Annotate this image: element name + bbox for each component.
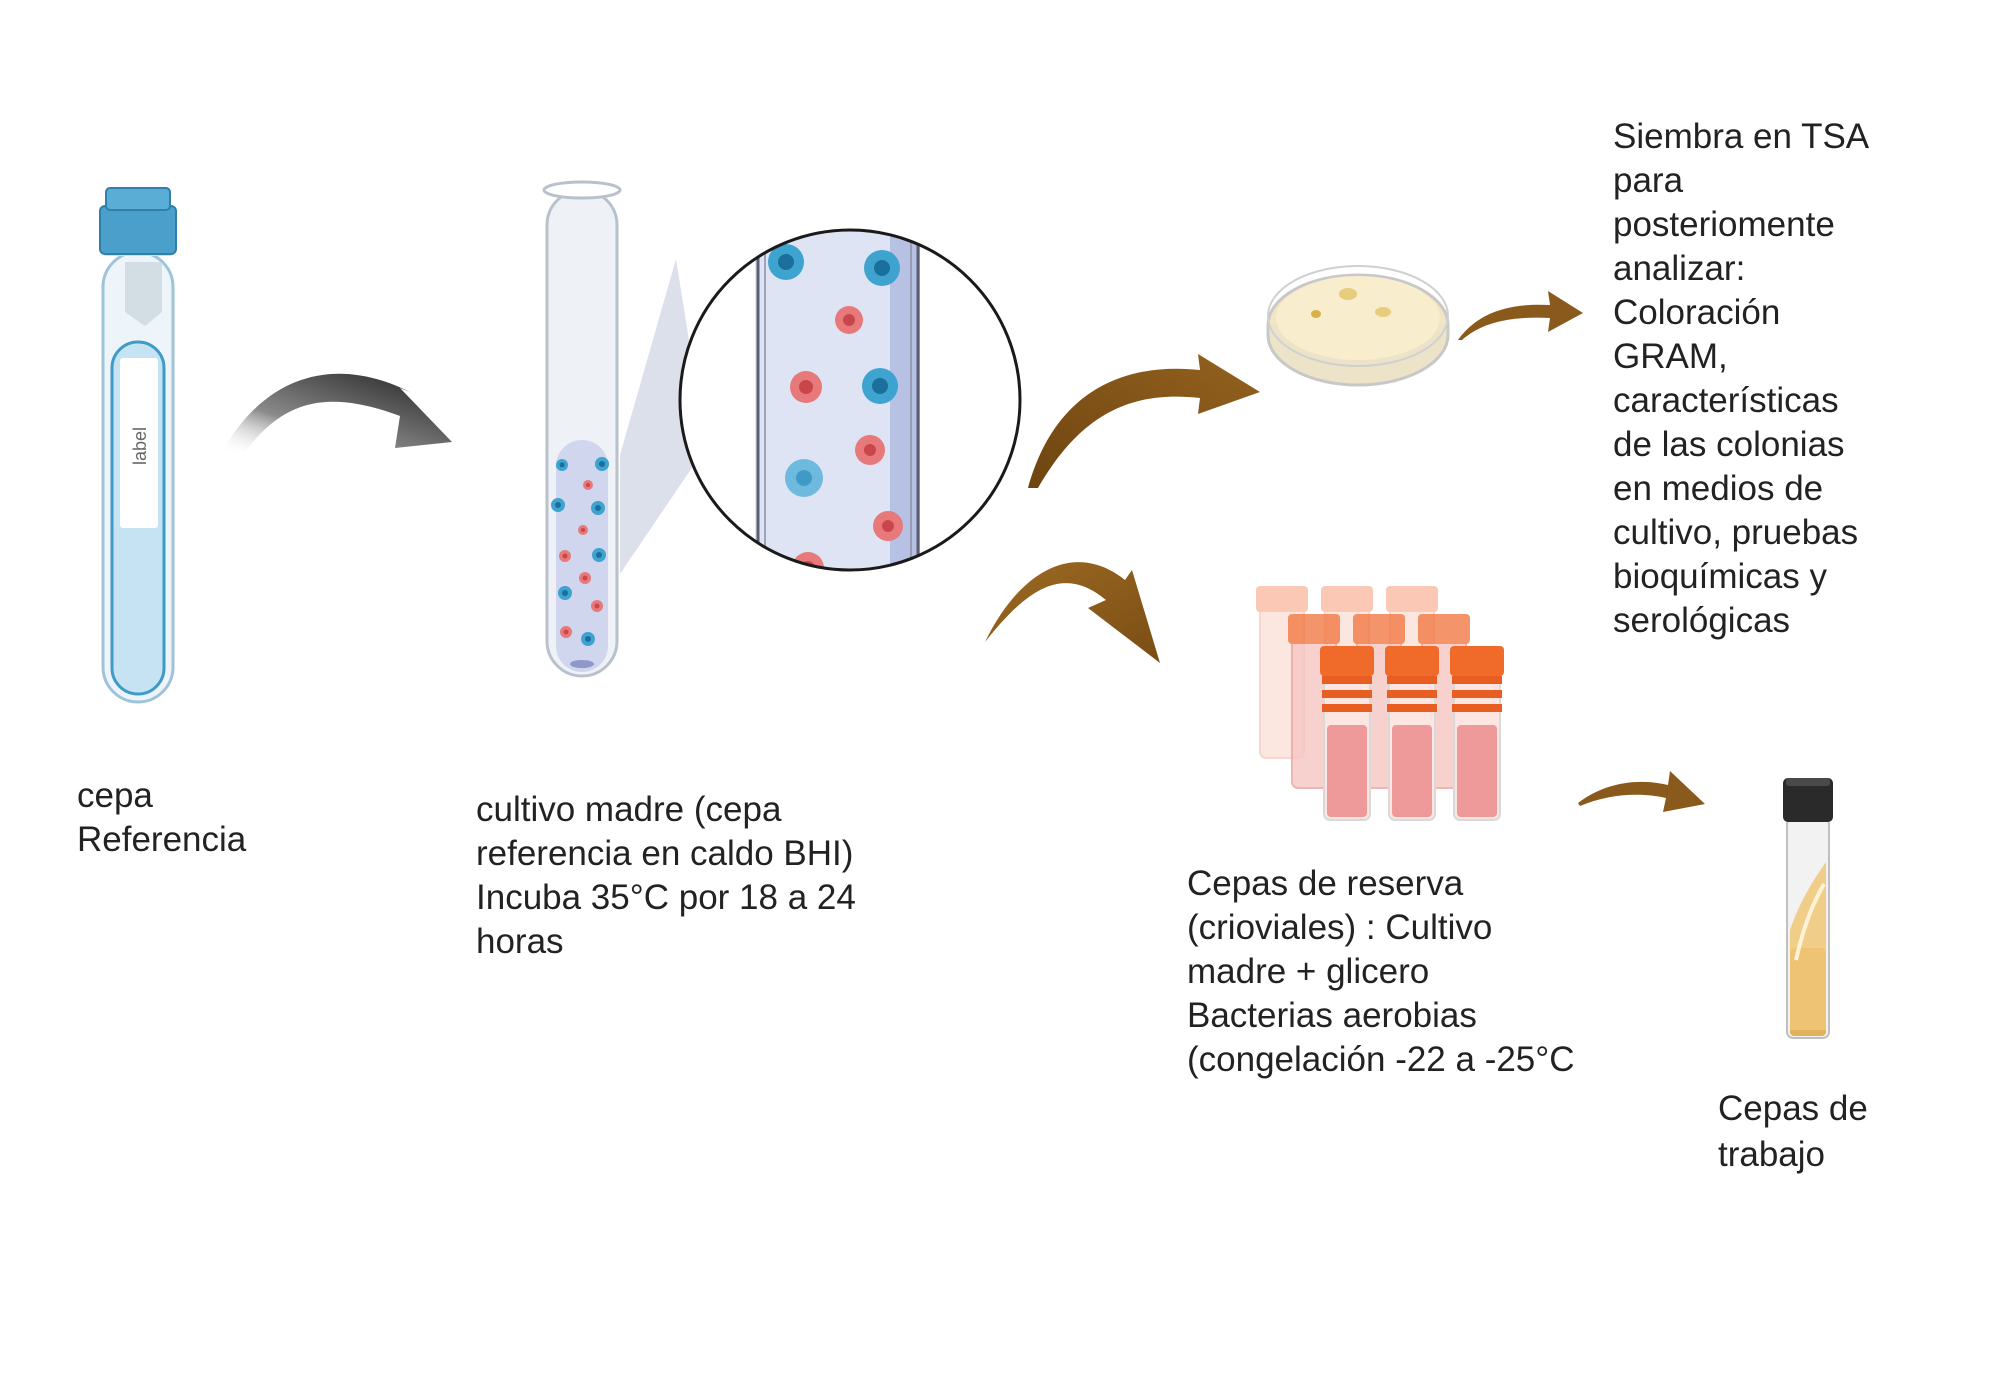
reference-tube bbox=[99, 187, 177, 704]
label-line: cultivo madre (cepa bbox=[476, 790, 782, 829]
cryovials bbox=[1256, 586, 1504, 821]
arrow-to-analysis bbox=[1458, 291, 1583, 340]
label-line: Cepas de bbox=[1718, 1089, 1868, 1128]
label-line: cultivo, pruebas bbox=[1613, 513, 1859, 552]
arrow-to-cryovials bbox=[985, 562, 1160, 663]
label-line: serológicas bbox=[1613, 601, 1791, 640]
petri-dish bbox=[1266, 265, 1450, 387]
label-line: en medios de bbox=[1613, 469, 1824, 508]
mother-culture-tube bbox=[542, 180, 706, 678]
label-line: de las colonias bbox=[1613, 425, 1845, 464]
tube-bacteria bbox=[551, 457, 609, 646]
label-line: GRAM, bbox=[1613, 337, 1728, 376]
tube-label-text: label bbox=[130, 427, 150, 465]
label-line: bioquímicas y bbox=[1613, 557, 1827, 596]
label-line: cepa bbox=[77, 776, 153, 815]
label-line: características bbox=[1613, 381, 1839, 420]
arrow-to-petri bbox=[1028, 354, 1260, 488]
label-line: referencia en caldo BHI) bbox=[476, 834, 854, 873]
label-line: Bacterias aerobias bbox=[1187, 996, 1477, 1035]
working-strains-label: Cepas de trabajo bbox=[1718, 1086, 1868, 1178]
label-line: (crioviales) : Cultivo bbox=[1187, 908, 1493, 947]
label-line: Siembra en TSA bbox=[1613, 117, 1870, 156]
label-line: Cepas de reserva bbox=[1187, 864, 1464, 903]
arrow-to-mother-culture bbox=[222, 373, 452, 452]
label-line: analizar: bbox=[1613, 249, 1746, 288]
working-strain-vial bbox=[1783, 778, 1833, 1039]
label-line: posteriomente bbox=[1613, 205, 1835, 244]
zoom-magnifier bbox=[678, 228, 1022, 572]
label-line: Incuba 35°C por 18 a 24 bbox=[476, 878, 856, 917]
label-line: Coloración bbox=[1613, 293, 1781, 332]
reserve-strains-label: Cepas de reserva (crioviales) : Cultivo … bbox=[1187, 862, 1575, 1082]
label-line: horas bbox=[476, 922, 564, 961]
label-line: madre + glicero bbox=[1187, 952, 1430, 991]
reference-strain-label: cepa Referencia bbox=[77, 774, 246, 862]
label-line: para bbox=[1613, 161, 1684, 200]
label-line: (congelación -22 a -25°C bbox=[1187, 1040, 1575, 1079]
zoom-bacteria bbox=[768, 244, 903, 570]
tsa-analysis-label: Siembra en TSA para posteriomente analiz… bbox=[1613, 115, 1869, 643]
mother-culture-label: cultivo madre (cepa referencia en caldo … bbox=[476, 788, 856, 964]
arrow-to-working bbox=[1578, 771, 1705, 812]
label-line: Referencia bbox=[77, 820, 247, 859]
label-line: trabajo bbox=[1718, 1135, 1826, 1174]
